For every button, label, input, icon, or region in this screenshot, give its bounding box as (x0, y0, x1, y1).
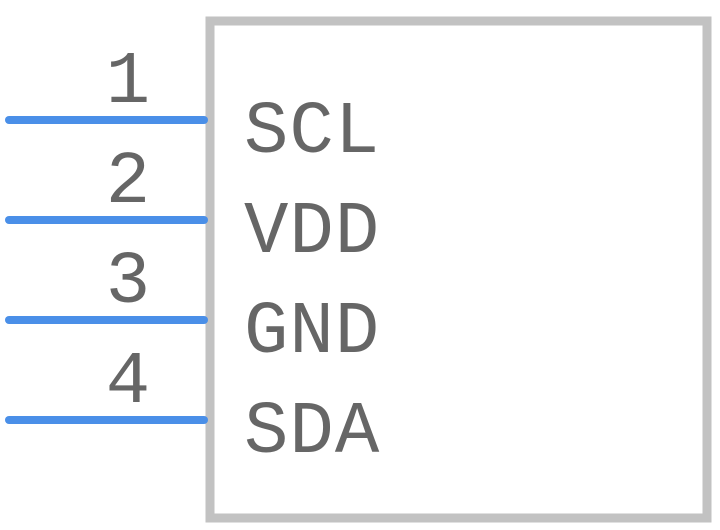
pin-4-number: 4 (106, 341, 150, 425)
pin-1-label: SCL (244, 91, 380, 175)
pin-3-label: GND (244, 291, 380, 375)
pin-1-number: 1 (106, 41, 150, 125)
pin-3-number: 3 (106, 241, 150, 325)
pin-2-number: 2 (106, 141, 150, 225)
component-body (205, 16, 712, 523)
pin-4-label: SDA (244, 391, 380, 475)
pin-2-label: VDD (244, 191, 380, 275)
